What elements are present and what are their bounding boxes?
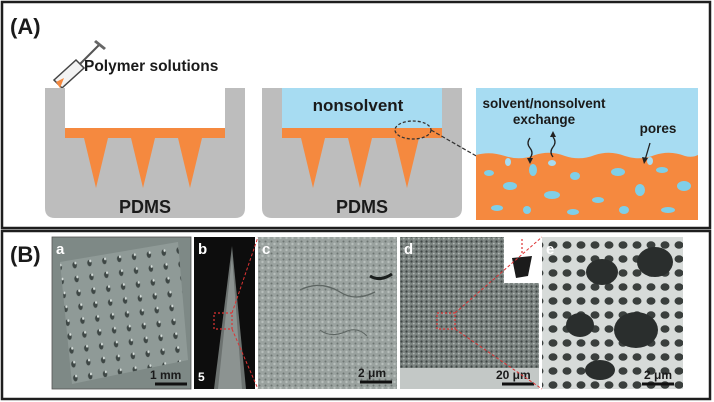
step3-pores-label: pores	[640, 121, 677, 136]
sem-image-d-scale: 20 μm	[496, 368, 531, 382]
step3-exchange-label-line1: solvent/nonsolvent	[482, 96, 606, 111]
sem-image-c-letter: c	[262, 241, 270, 258]
step2-pdms-label: PDMS	[336, 197, 388, 217]
sem-image-b-letter: b	[198, 241, 207, 258]
sem-image-b-scale: 5	[198, 370, 205, 384]
step1-caption: Polymer solutions	[84, 58, 218, 75]
step1-pipette-icon	[52, 40, 106, 90]
sem-image-c: c 2 μm	[258, 237, 397, 389]
sem-image-d-letter: d	[404, 241, 413, 258]
sem-image-d: d 20 μm	[400, 237, 539, 389]
sem-image-a: a 1 mm	[51, 236, 192, 390]
step1-pdms-mold	[45, 88, 245, 218]
step1-pdms-label: PDMS	[119, 197, 171, 217]
step3-exchange-zoom	[476, 88, 698, 220]
sem-image-c-scale: 2 μm	[358, 366, 386, 380]
sem-image-e-letter: e	[546, 241, 554, 258]
step3-exchange-label-line2: exchange	[513, 112, 576, 127]
panel-b-label: (B)	[10, 242, 41, 267]
sem-image-b: b 5	[194, 237, 255, 389]
step2-pdms-mold	[262, 88, 479, 218]
sem-image-e-scale: 2 μm	[644, 368, 672, 382]
sem-image-e: e 2 μm	[542, 237, 683, 389]
sem-image-a-letter: a	[56, 241, 65, 258]
sem-image-a-scale: 1 mm	[150, 368, 181, 382]
step2-nonsolvent-label: nonsolvent	[313, 96, 404, 115]
panel-a-label: (A)	[10, 14, 41, 39]
